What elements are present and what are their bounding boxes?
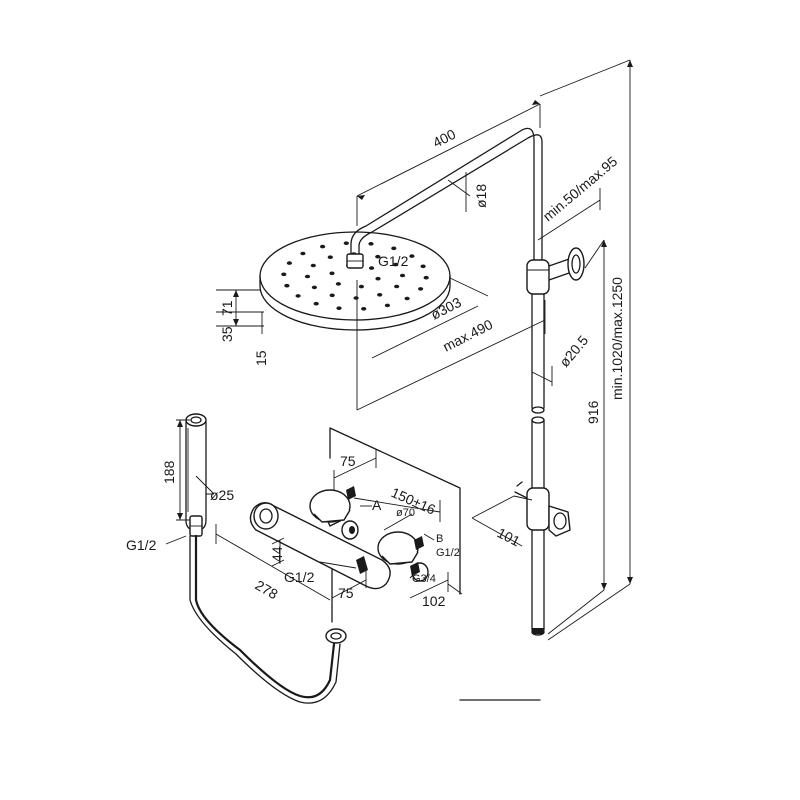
nozzle-dot: [343, 241, 349, 245]
label-dim-44: 44: [269, 546, 285, 562]
label-rail-height: 916: [585, 400, 601, 424]
label-dim-15: 15: [253, 350, 269, 366]
dimension-labels: 400 ø18 G1/2 ø303 max.490 71 35 15 min.5…: [126, 126, 625, 609]
nozzle-dot: [310, 263, 316, 268]
label-dim-71: 71: [219, 300, 235, 316]
nozzle-dot: [329, 293, 335, 298]
label-inlet-g34: G3/4: [412, 573, 436, 585]
nozzle-dot: [361, 307, 367, 311]
nozzle-dot: [353, 296, 359, 300]
label-head-connection: G1/2: [378, 253, 409, 269]
thermostatic-mixer: [249, 427, 541, 701]
hand-shower-holder: [514, 481, 571, 537]
label-hose-connection: G1/2: [126, 537, 157, 553]
nozzle-dot: [394, 284, 400, 289]
label-outlet-g12: G1/2: [436, 547, 460, 559]
label-wall-offset: min.50/max.95: [540, 153, 621, 224]
label-inlet-g12: G1/2: [284, 569, 315, 585]
shower-arm: [350, 127, 543, 263]
nozzle-dot: [377, 293, 383, 297]
shower-head: [259, 231, 451, 331]
nozzle-dot: [311, 285, 317, 290]
nozzle-dot: [418, 287, 424, 291]
label-mixer-depth: 102: [422, 593, 446, 609]
nozzle-dot: [295, 294, 301, 298]
label-point-a: A: [372, 497, 382, 513]
nozzle-dot: [336, 306, 342, 311]
label-knob-75-top: 75: [340, 453, 356, 469]
nozzle-dot: [335, 282, 341, 286]
label-total-height: min.1020/max.1250: [609, 277, 625, 400]
nozzle-dot: [423, 275, 429, 280]
nozzle-dot: [327, 255, 333, 259]
nozzle-dot: [281, 272, 287, 277]
label-mixer-width: 278: [253, 577, 281, 603]
nozzle-dot: [393, 262, 399, 267]
nozzle-dot: [409, 254, 415, 258]
nozzle-dot: [286, 261, 292, 265]
nozzle-dot: [375, 276, 381, 281]
label-hand-diameter: ø25: [210, 487, 234, 503]
label-holder-depth: 101: [495, 524, 523, 549]
label-dim-35: 35: [219, 326, 235, 342]
nozzle-dot: [358, 284, 364, 289]
nozzle-dot: [304, 274, 311, 279]
nozzle-dot: [384, 303, 390, 308]
dimension-lines: [165, 59, 633, 641]
label-knob-75-bottom: 75: [338, 585, 354, 601]
nozzle-dot: [313, 301, 319, 306]
label-head-reach: max.490: [440, 316, 495, 355]
nozzle-dot: [404, 296, 410, 301]
nozzle-dot: [375, 254, 381, 259]
hand-shower: [185, 413, 207, 537]
nozzle-dot: [399, 273, 406, 278]
shower-nozzles: [281, 241, 429, 311]
label-rail-diameter: ø20.5: [556, 332, 591, 370]
label-hand-length: 188: [161, 460, 177, 484]
nozzle-dot: [329, 271, 335, 276]
nozzle-dot: [420, 264, 426, 269]
label-point-b: B: [436, 533, 443, 545]
riser-rail: [526, 247, 585, 636]
label-knob-diameter: ø70: [396, 507, 415, 519]
nozzle-dot: [368, 242, 374, 246]
label-arm-diameter: ø18: [473, 184, 489, 208]
nozzle-dot: [284, 283, 290, 288]
nozzle-dot: [391, 246, 397, 251]
nozzle-dot: [369, 266, 375, 270]
nozzle-dot: [300, 251, 306, 256]
shower-hose: [189, 534, 347, 704]
nozzle-dot: [320, 244, 326, 249]
